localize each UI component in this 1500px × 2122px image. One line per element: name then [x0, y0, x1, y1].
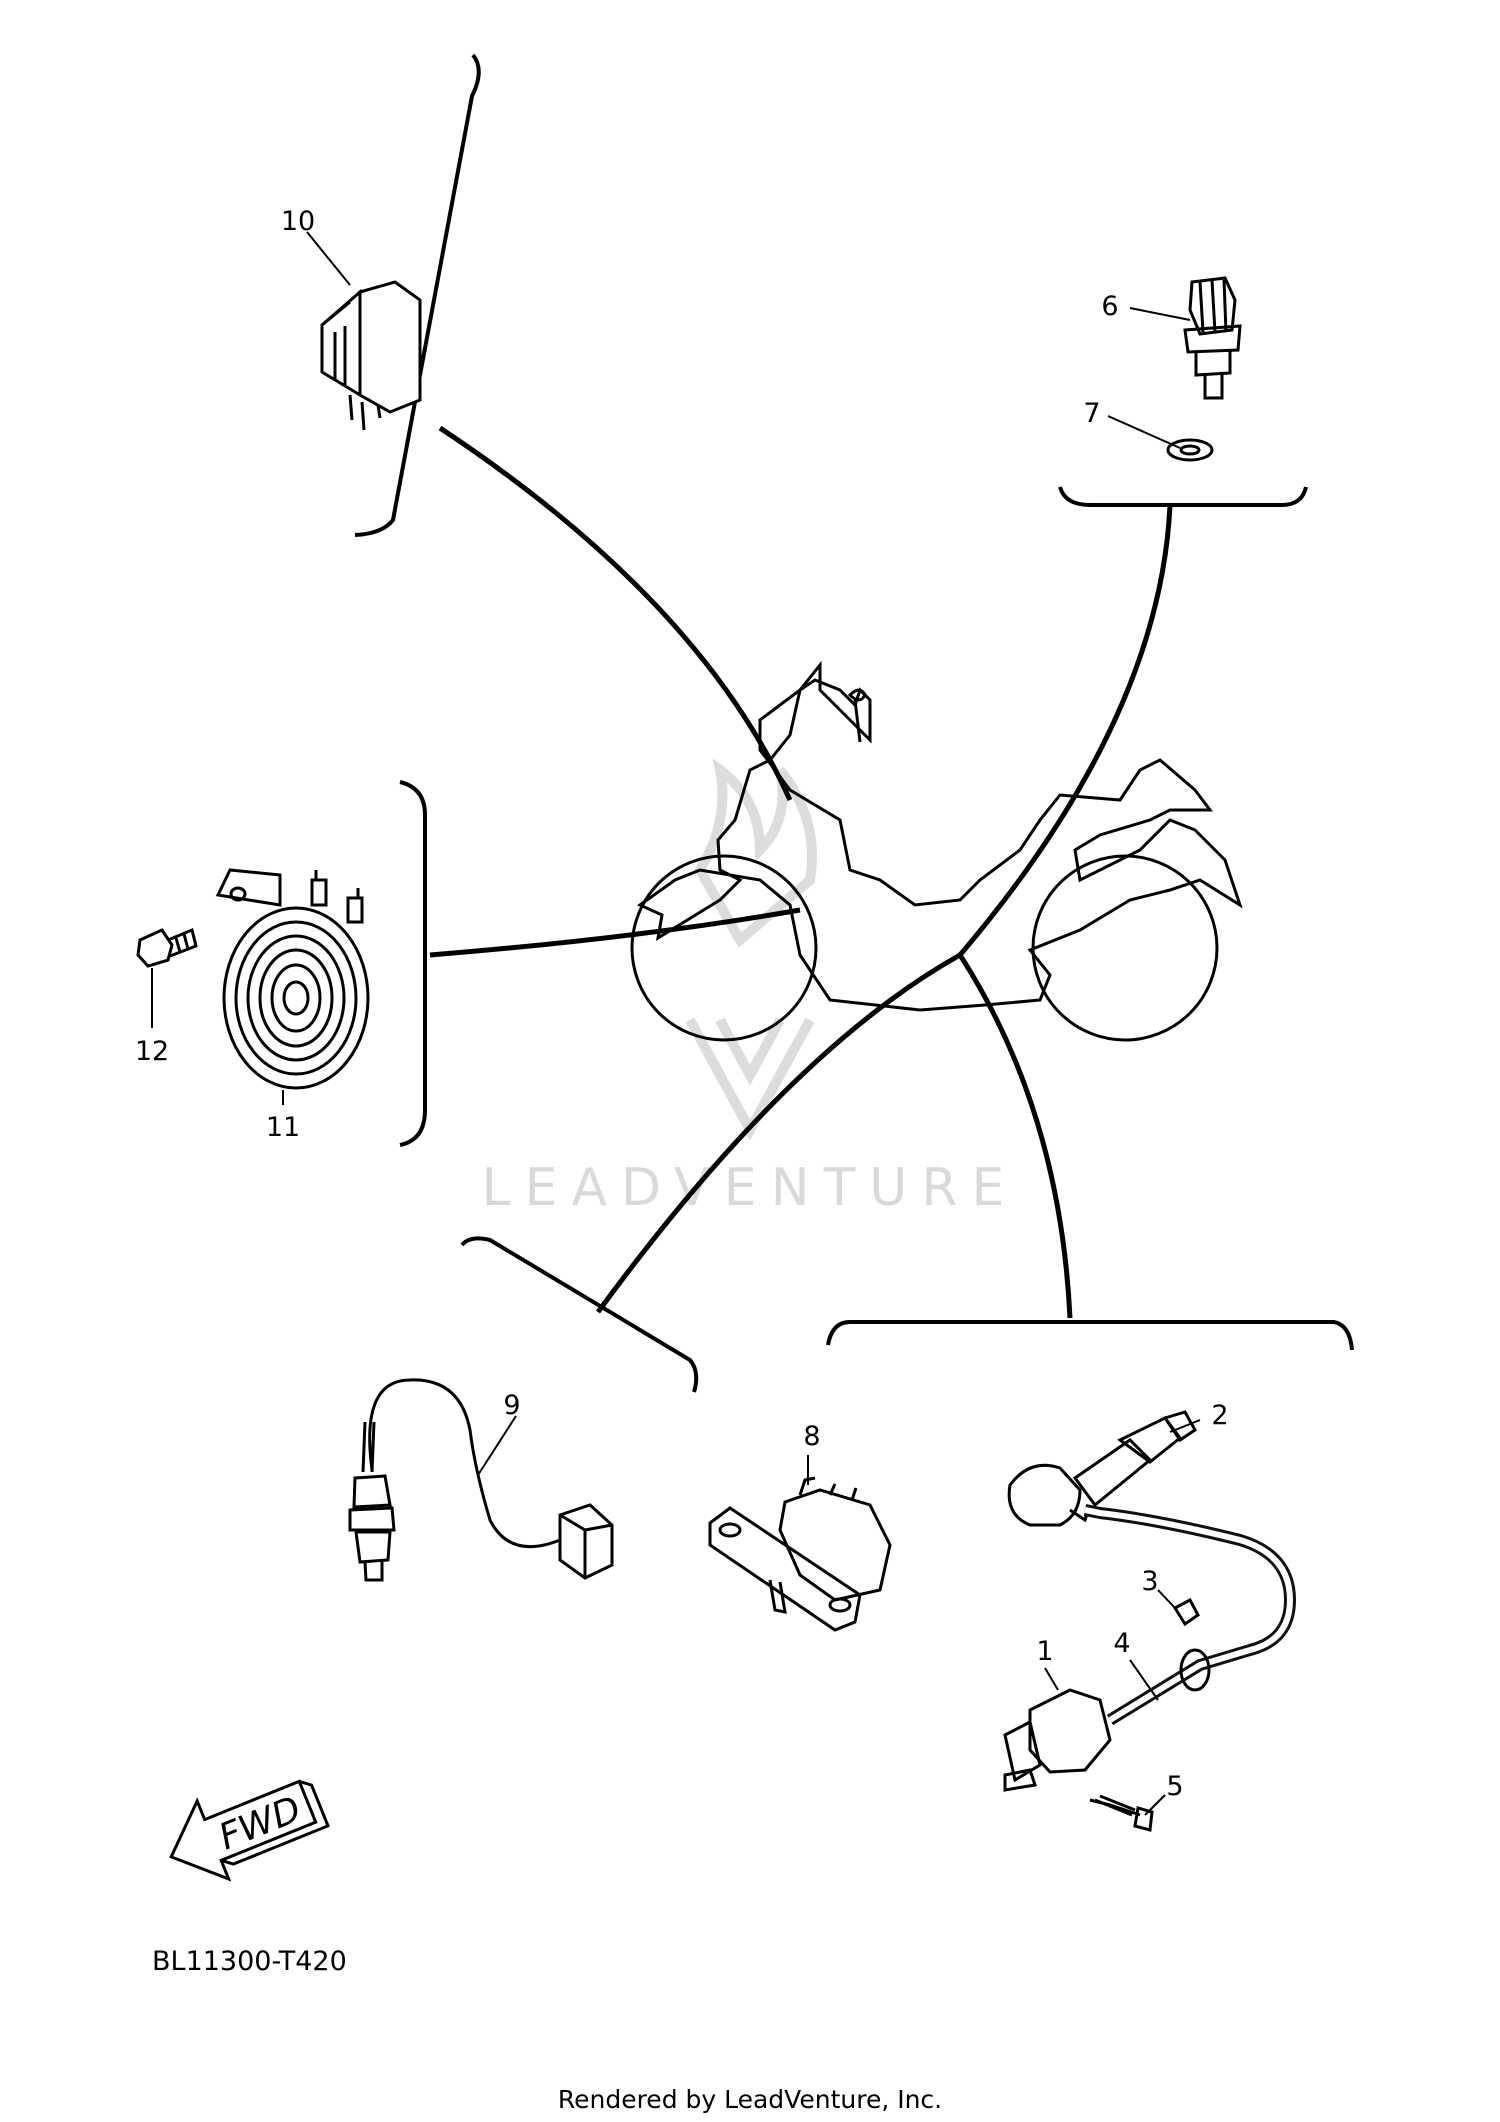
watermark-text: LEADVENTURE [482, 1158, 1019, 1218]
callout-label: 11 [266, 1112, 300, 1143]
leader-ignition [957, 953, 1073, 1319]
fwd-arrow-icon: FWD [169, 1779, 330, 1882]
callout-label: 1 [1036, 1636, 1053, 1667]
callout-label: 2 [1211, 1400, 1228, 1431]
callout-label: 3 [1141, 1566, 1158, 1597]
diagram-code: BL11300-T420 [152, 1946, 347, 1977]
o2-sensor-icon [348, 1378, 614, 1582]
bracket-thermo [1058, 486, 1308, 507]
watermark-logo-icon [685, 758, 817, 1141]
thermo-unit-icon [1183, 276, 1242, 400]
callout-leaders [151, 231, 1201, 1816]
spark-plug-cap-icon [1007, 1410, 1197, 1527]
callout-label: 7 [1083, 398, 1100, 429]
callout-label: 8 [803, 1421, 820, 1452]
callout-label: 6 [1101, 291, 1118, 322]
footer-credit: Rendered by LeadVenture, Inc. [558, 2085, 942, 2114]
ignition-coil-icon [1003, 1504, 1297, 1832]
callout-label: 10 [281, 206, 315, 237]
callout-label: 4 [1113, 1628, 1130, 1659]
leader-o2 [595, 952, 962, 1314]
relay-icon [320, 280, 422, 431]
leader-thermo [958, 504, 1173, 957]
bolt-icon [136, 927, 198, 968]
leader-lines [429, 425, 1173, 1319]
callout-label: 12 [135, 1036, 169, 1067]
callout-label: 9 [503, 1390, 520, 1421]
bracket-relay [354, 53, 481, 537]
leader-relay [438, 425, 793, 802]
horn-icon [215, 868, 370, 1090]
callout-label: 5 [1166, 1771, 1183, 1802]
bracket-horn [399, 780, 427, 1147]
bracket-ignition [826, 1320, 1354, 1351]
gasket-icon [1166, 438, 1214, 462]
pressure-sensor-icon [708, 1476, 892, 1632]
leader-horn [429, 907, 801, 958]
motorcycle-outline [630, 660, 1243, 1042]
bracket-o2-pressure [460, 1236, 699, 1393]
watermark: LEADVENTURE [482, 758, 1019, 1218]
